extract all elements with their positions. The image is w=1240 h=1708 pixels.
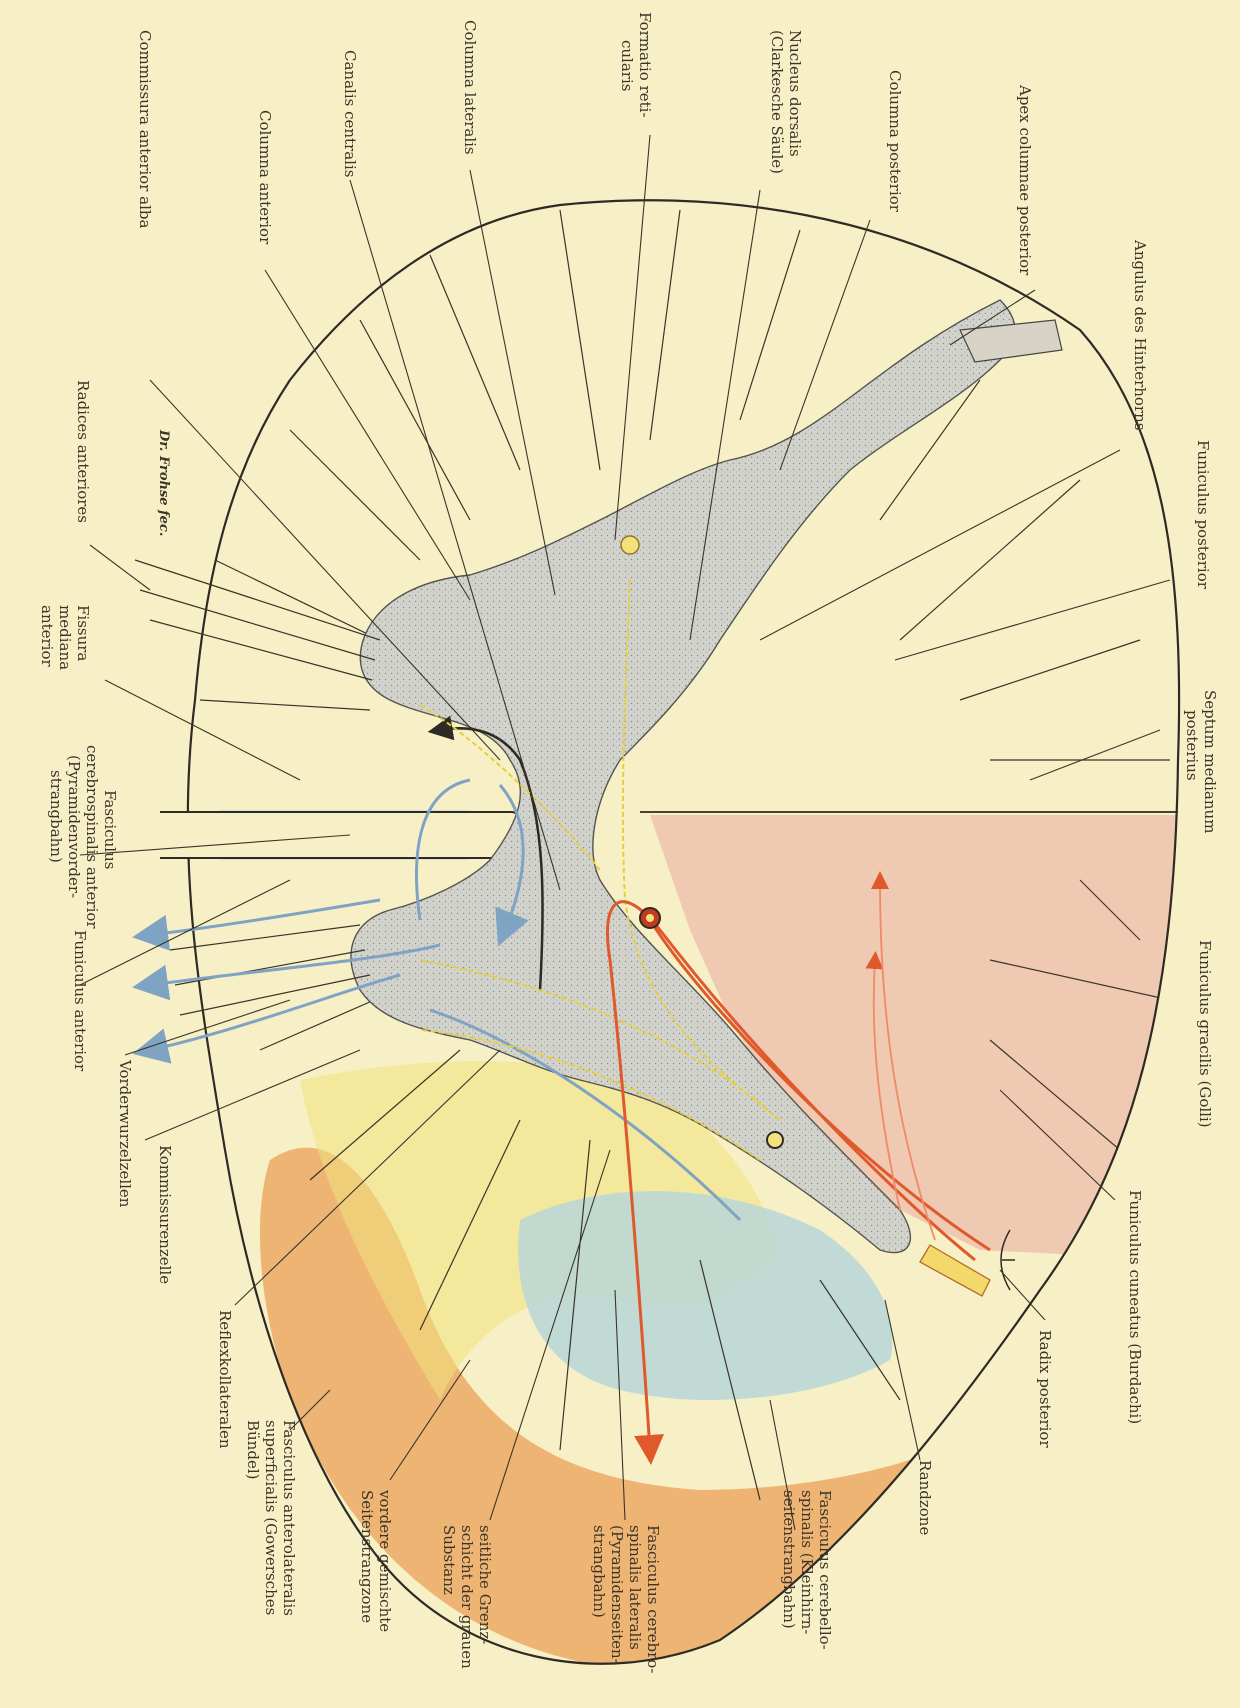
label-vordere-gemischte-1: vordere gemischte xyxy=(376,1489,394,1632)
label-columna-anterior: Columna anterior xyxy=(256,110,274,245)
label-fissura-mediana-2: mediana xyxy=(56,605,74,670)
label-fasc-cerebro-lat-3: (Pyramidenseiten- xyxy=(608,1525,626,1664)
label-apex-columnae-posterior: Apex columnae posterior xyxy=(1016,84,1034,276)
label-columna-posterior: Columna posterior xyxy=(886,70,904,213)
label-randzone: Randzone xyxy=(916,1460,934,1535)
label-fasc-cerebro-ant-3: (Pyramidenvorder- xyxy=(65,755,83,898)
label-fasc-anterolateralis-3: Bündel) xyxy=(244,1420,262,1479)
label-funiculus-posterior: Funiculus posterior xyxy=(1194,440,1212,590)
label-fasc-cerebro-ant-1: Fasciculus xyxy=(101,790,119,869)
formatio-cell xyxy=(621,536,639,554)
label-fasc-cerebello-2: spinalis (Kleinhirn- xyxy=(798,1490,816,1634)
label-nucleus-dorsalis-2: (Clarkesche Säule) xyxy=(768,30,786,174)
label-fasc-cerebro-lat-4: strangbahn) xyxy=(590,1525,608,1618)
signature: Dr. Frohse fec. xyxy=(156,429,171,536)
label-nucleus-dorsalis-1: Nucleus dorsalis xyxy=(786,30,804,157)
radix-posterior-bundle xyxy=(920,1245,990,1296)
label-commissura-anterior-alba: Commissura anterior alba xyxy=(136,30,154,228)
label-fasc-anterolateralis-2: superficialis (Gowersches xyxy=(262,1420,280,1615)
label-radices-anteriores: Radices anteriores xyxy=(74,380,92,523)
label-septum-medianum-2: posterius xyxy=(1183,710,1201,781)
label-columna-lateralis: Columna lateralis xyxy=(461,20,479,155)
label-grenzschicht-3: Substanz xyxy=(440,1525,458,1595)
clarke-cell xyxy=(767,1132,783,1148)
label-fissura-mediana-3: anterior xyxy=(38,605,56,668)
label-funiculus-gracilis: Funiculus gracilis (Golli) xyxy=(1196,940,1214,1128)
label-grenzschicht-1: seitliche Grenz- xyxy=(476,1525,494,1644)
label-septum-medianum-1: Septum medianum xyxy=(1201,690,1219,833)
anterior-roots xyxy=(135,560,380,1015)
label-fasc-cerebro-lat-2: spinalis lateralis xyxy=(626,1525,644,1650)
label-kommissurenzelle: Kommissurenzelle xyxy=(156,1145,174,1284)
label-vordere-gemischte-2: Seitenstrangzone xyxy=(358,1490,376,1623)
label-fasc-cerebro-ant-2: cerebrospinalis anterior xyxy=(83,745,101,929)
label-funiculus-cuneatus: Funiculus cuneatus (Burdachi) xyxy=(1126,1190,1144,1424)
label-fasc-cerebello-3: seitenstrangbahn) xyxy=(780,1490,798,1629)
label-vorderwurzelzellen: Vorderwurzelzellen xyxy=(116,1059,134,1208)
label-grenzschicht-2: schicht der grauen xyxy=(458,1525,476,1669)
label-fasc-cerebro-ant-4: strangbahn) xyxy=(47,770,65,863)
nucleus-dorsalis-cell-core xyxy=(646,914,654,922)
label-fissura-mediana-1: Fissura xyxy=(74,605,92,661)
label-formatio-reticularis-2: cularis xyxy=(618,40,636,91)
label-fasc-anterolateralis-1: Fasciculus anterolateralis xyxy=(280,1420,298,1616)
label-radix-posterior: Radix posterior xyxy=(1036,1330,1054,1448)
anterior-median-fissure xyxy=(160,812,522,858)
label-fasc-cerebello-1: Fasciculus cerebello- xyxy=(816,1490,834,1650)
label-reflexkollateralen: Reflexkollateralen xyxy=(216,1310,234,1449)
pyramidal-lateral-region xyxy=(518,1191,892,1400)
label-angulus-hinterhorns: Angulus des Hinterhorns xyxy=(1131,239,1149,430)
label-fasc-cerebro-lat-1: Fasciculus cerebro- xyxy=(644,1525,662,1673)
label-funiculus-anterior: Funiculus anterior xyxy=(71,930,89,1072)
label-canalis-centralis: Canalis centralis xyxy=(341,50,359,177)
label-formatio-reticularis-1: Formatio reti- xyxy=(636,12,654,118)
